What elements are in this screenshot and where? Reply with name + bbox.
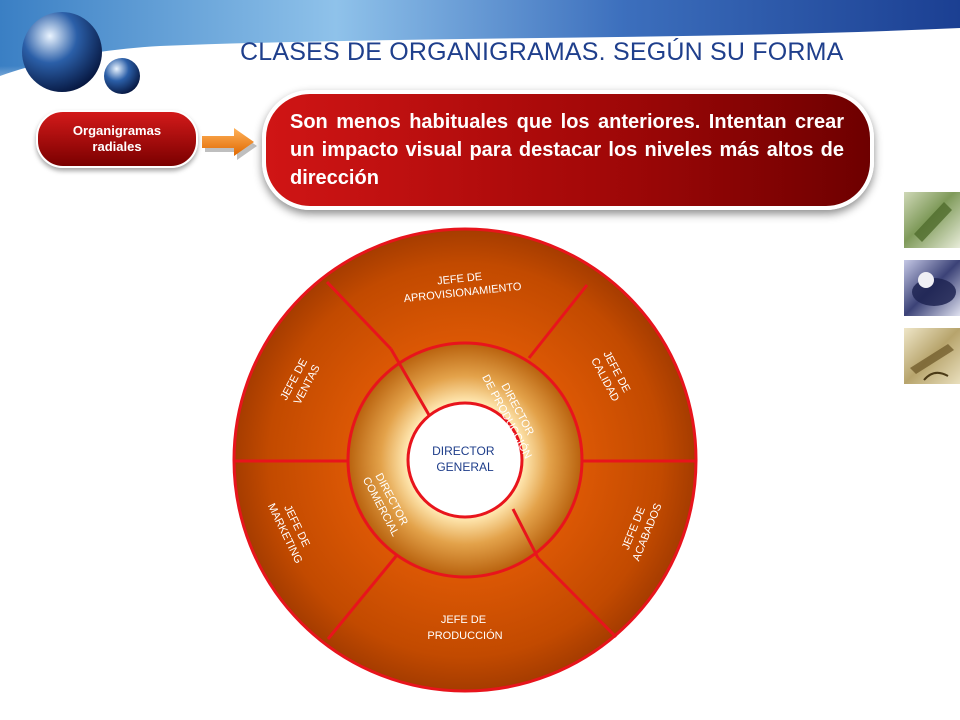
center-circle: [406, 401, 524, 519]
director-general-label: DIRECTOR GENERAL: [432, 444, 498, 474]
thumbnail-image-2: [904, 260, 960, 316]
right-arrow-icon: [202, 128, 257, 160]
large-sphere-icon: [22, 12, 102, 92]
badge-line-2: radiales: [92, 139, 142, 154]
description-callout: Son menos habituales que los anteriores.…: [262, 90, 874, 210]
radial-org-chart: DIRECTOR GENERAL DIRECTOR DE PRODUCCIÓN …: [232, 227, 698, 693]
thumbnail-image-3: [904, 328, 960, 384]
small-sphere-icon: [104, 58, 140, 94]
jefe-produccion-label: JEFE DE PRODUCCIÓN: [427, 614, 502, 642]
header-band: [0, 0, 960, 100]
inner-dividers: [389, 348, 540, 559]
callout-text: Son menos habituales que los anteriores.…: [290, 111, 844, 189]
organigramas-radiales-badge: Organigramas radiales: [36, 110, 198, 168]
badge-line-1: Organigramas: [72, 123, 162, 138]
thumbnail-image-1: [904, 192, 960, 248]
page-title: CLASES DE ORGANIGRAMAS. SEGÚN SU FORMA: [240, 38, 844, 66]
outer-dividers: [234, 280, 696, 640]
